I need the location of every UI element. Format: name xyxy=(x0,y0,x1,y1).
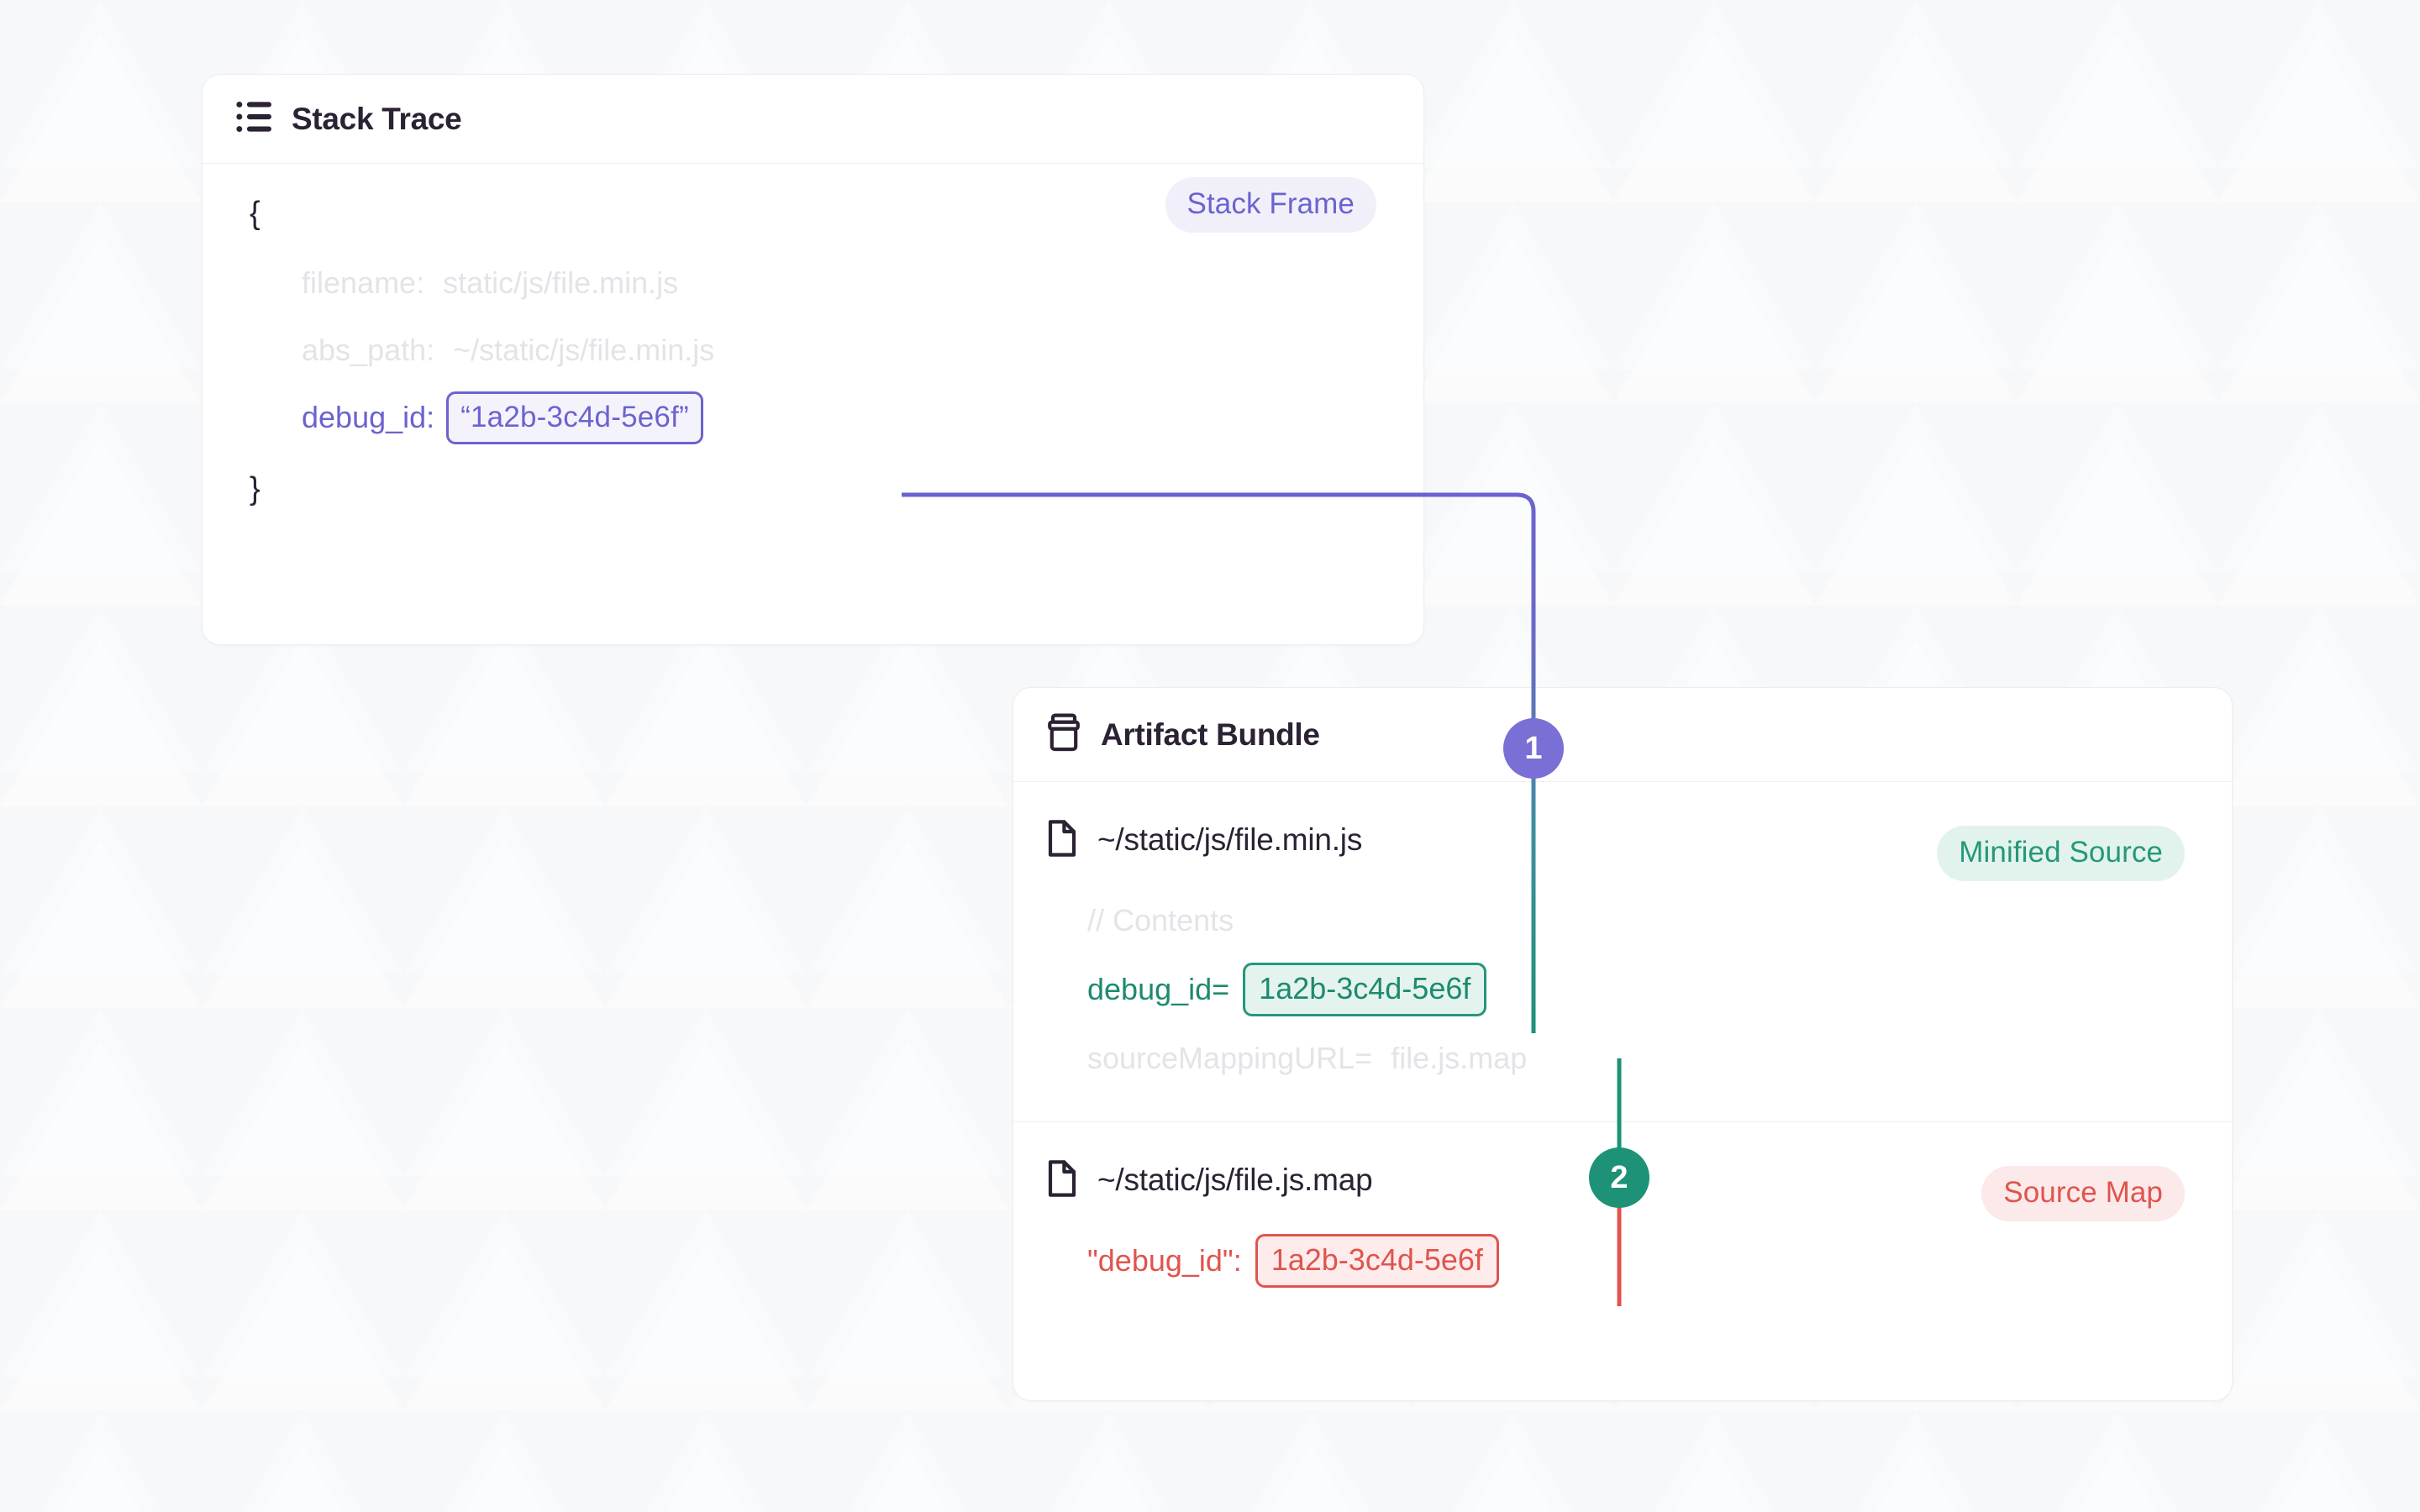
stack-trace-debug-id-value[interactable]: “1a2b-3c4d-5e6f” xyxy=(446,391,703,444)
source-map-debug-id-value[interactable]: 1a2b-3c4d-5e6f xyxy=(1255,1234,1499,1288)
minified-source-code: // Contents debug_id= 1a2b-3c4d-5e6f sou… xyxy=(1013,886,2232,1093)
artifact-bundle-title: Artifact Bundle xyxy=(1101,717,1320,752)
source-mapping-url-key: sourceMappingURL= xyxy=(1087,1041,1373,1075)
source-mapping-url-row: sourceMappingURL= file.js.map xyxy=(1087,1024,2232,1093)
minified-source-file-name: ~/static/js/file.min.js xyxy=(1097,822,1363,857)
list-icon xyxy=(236,100,273,138)
archive-box-icon xyxy=(1047,713,1082,756)
step-badge-2: 2 xyxy=(1589,1147,1649,1208)
artifact-bundle-header: Artifact Bundle xyxy=(1013,688,2232,782)
field-filename-key: filename: xyxy=(302,265,425,300)
bundle-debug-id-key: debug_id= xyxy=(1087,972,1230,1006)
minified-source-badge: Minified Source xyxy=(1937,826,2185,881)
source-map-debug-id-key: "debug_id": xyxy=(1087,1243,1242,1278)
source-map-file-name: ~/static/js/file.js.map xyxy=(1097,1163,1373,1197)
field-filename: filename: static/js/file.min.js xyxy=(203,249,1423,317)
stack-trace-body: Stack Frame { filename: static/js/file.m… xyxy=(203,164,1423,613)
file-icon xyxy=(1047,1159,1077,1201)
step-badge-1: 1 xyxy=(1503,718,1564,779)
file-icon xyxy=(1047,819,1077,861)
minified-source-section: Minified Source ~/static/js/file.min.js … xyxy=(1013,782,2232,1121)
source-map-badge: Source Map xyxy=(1981,1166,2185,1221)
stack-trace-header: Stack Trace xyxy=(203,75,1423,164)
close-brace: } xyxy=(250,471,260,507)
field-abs-path: abs_path: ~/static/js/file.min.js xyxy=(203,317,1423,384)
field-abs-path-key: abs_path: xyxy=(302,333,435,367)
stack-trace-title: Stack Trace xyxy=(292,101,462,136)
artifact-bundle-card: Artifact Bundle Minified Source ~/static… xyxy=(1013,687,2233,1401)
contents-comment: // Contents xyxy=(1087,886,2232,955)
field-debug-id: debug_id: “1a2b-3c4d-5e6f” xyxy=(203,384,1423,451)
stack-trace-card: Stack Trace Stack Frame { filename: stat… xyxy=(202,74,1424,645)
source-map-debug-id-row: "debug_id": 1a2b-3c4d-5e6f xyxy=(1087,1226,2232,1295)
contents-comment-text: // Contents xyxy=(1087,903,1234,937)
source-map-code: "debug_id": 1a2b-3c4d-5e6f xyxy=(1013,1226,2232,1295)
source-mapping-url-value: file.js.map xyxy=(1391,1041,1528,1075)
field-debug-id-key: debug_id: xyxy=(302,400,435,434)
bundle-debug-id-value[interactable]: 1a2b-3c4d-5e6f xyxy=(1243,963,1487,1016)
field-abs-path-value: ~/static/js/file.min.js xyxy=(453,333,715,367)
stack-frame-badge: Stack Frame xyxy=(1165,177,1376,233)
field-filename-value: static/js/file.min.js xyxy=(443,265,679,300)
bundle-debug-id-row: debug_id= 1a2b-3c4d-5e6f xyxy=(1087,955,2232,1024)
